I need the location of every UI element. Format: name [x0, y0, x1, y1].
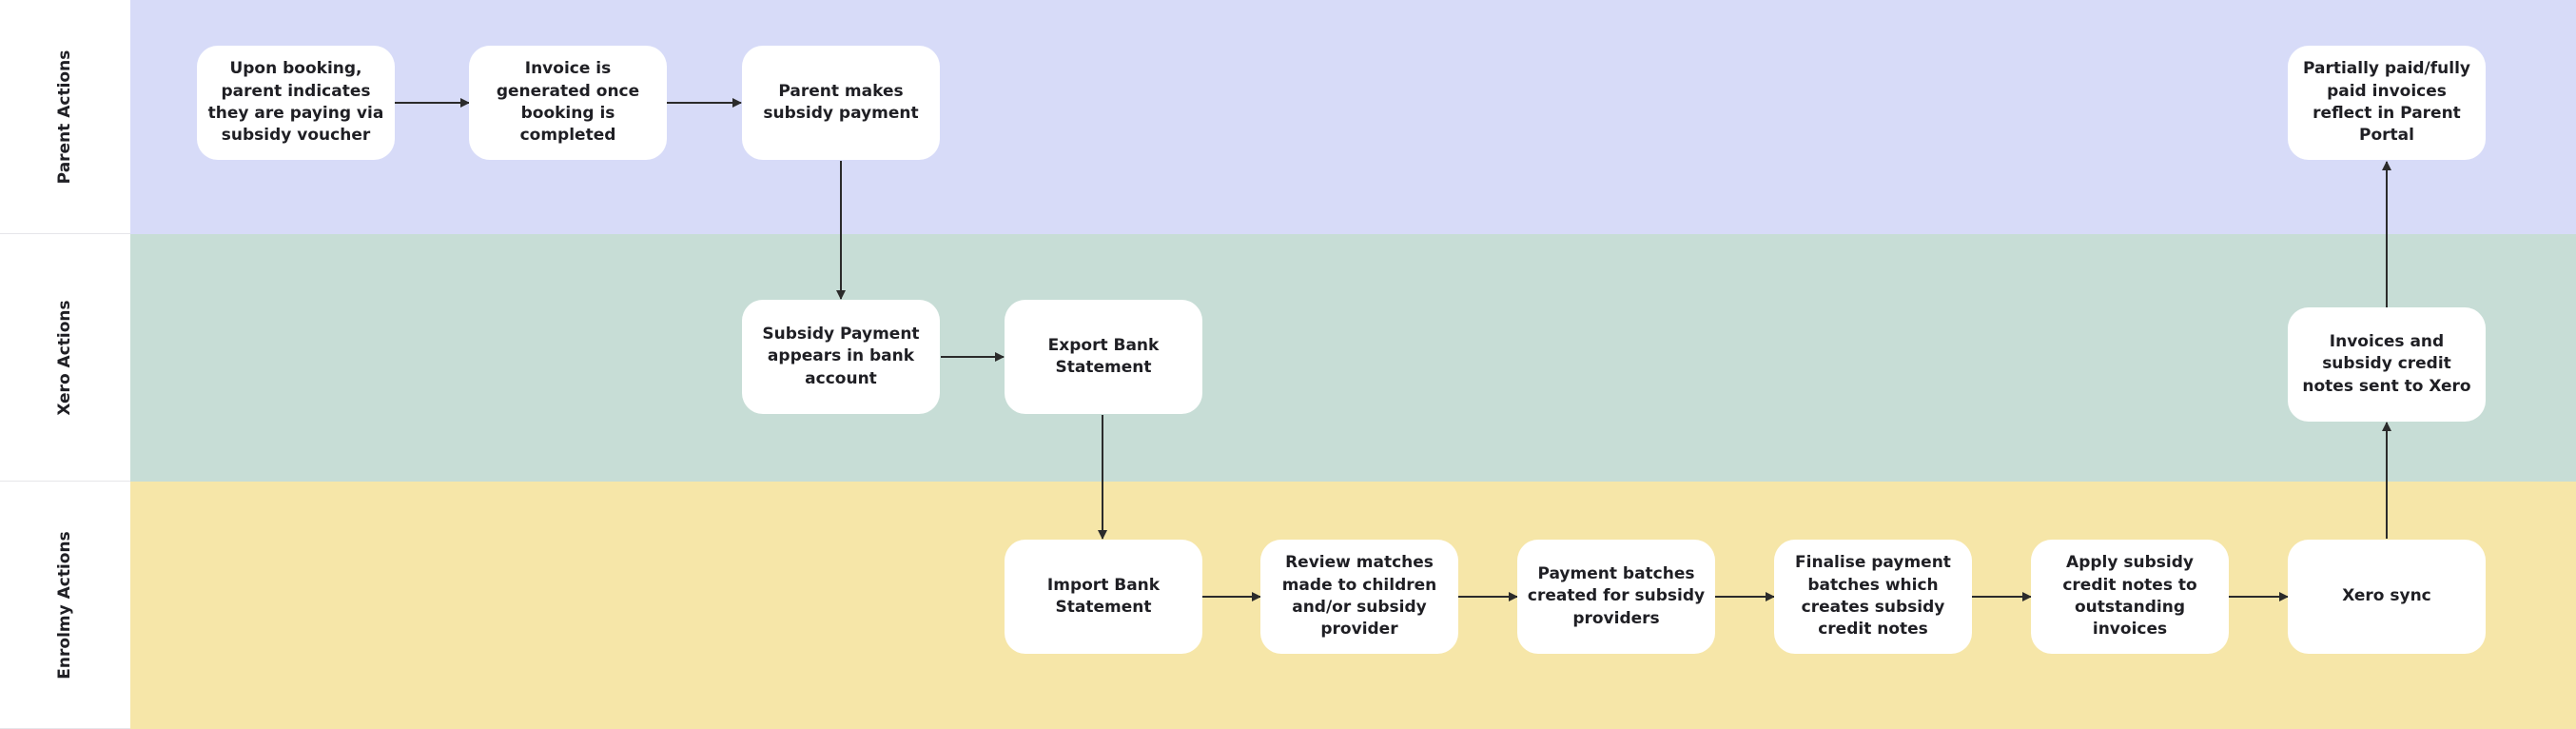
lane-header-enrolmy: Enrolmy Actions	[0, 482, 130, 729]
node-parent-payment[interactable]: Parent makes subsidy payment	[742, 46, 940, 160]
node-import-statement[interactable]: Import Bank Statement	[1005, 540, 1202, 654]
lane-label-xero: Xero Actions	[55, 299, 74, 416]
lane-label-enrolmy: Enrolmy Actions	[55, 530, 74, 680]
node-xero-sync[interactable]: Xero sync	[2288, 540, 2486, 654]
lane-label-parent: Parent Actions	[55, 49, 74, 184]
node-invoices-reflect[interactable]: Partially paid/fully paid invoices refle…	[2288, 46, 2486, 160]
node-apply-credit[interactable]: Apply subsidy credit notes to outstandin…	[2031, 540, 2229, 654]
lane-header-xero: Xero Actions	[0, 234, 130, 482]
node-review-matches[interactable]: Review matches made to children and/or s…	[1260, 540, 1458, 654]
lane-xero-actions: Xero Actions	[0, 234, 2576, 482]
node-payment-batches[interactable]: Payment batches created for subsidy prov…	[1517, 540, 1715, 654]
lane-body-xero	[130, 234, 2576, 482]
node-invoice-generated[interactable]: Invoice is generated once booking is com…	[469, 46, 667, 160]
node-payment-in-bank[interactable]: Subsidy Payment appears in bank account	[742, 300, 940, 414]
lane-header-parent: Parent Actions	[0, 0, 130, 234]
node-finalise-batches[interactable]: Finalise payment batches which creates s…	[1774, 540, 1972, 654]
node-sent-to-xero[interactable]: Invoices and subsidy credit notes sent t…	[2288, 307, 2486, 422]
node-export-statement[interactable]: Export Bank Statement	[1005, 300, 1202, 414]
node-booking-voucher[interactable]: Upon booking, parent indicates they are …	[197, 46, 395, 160]
